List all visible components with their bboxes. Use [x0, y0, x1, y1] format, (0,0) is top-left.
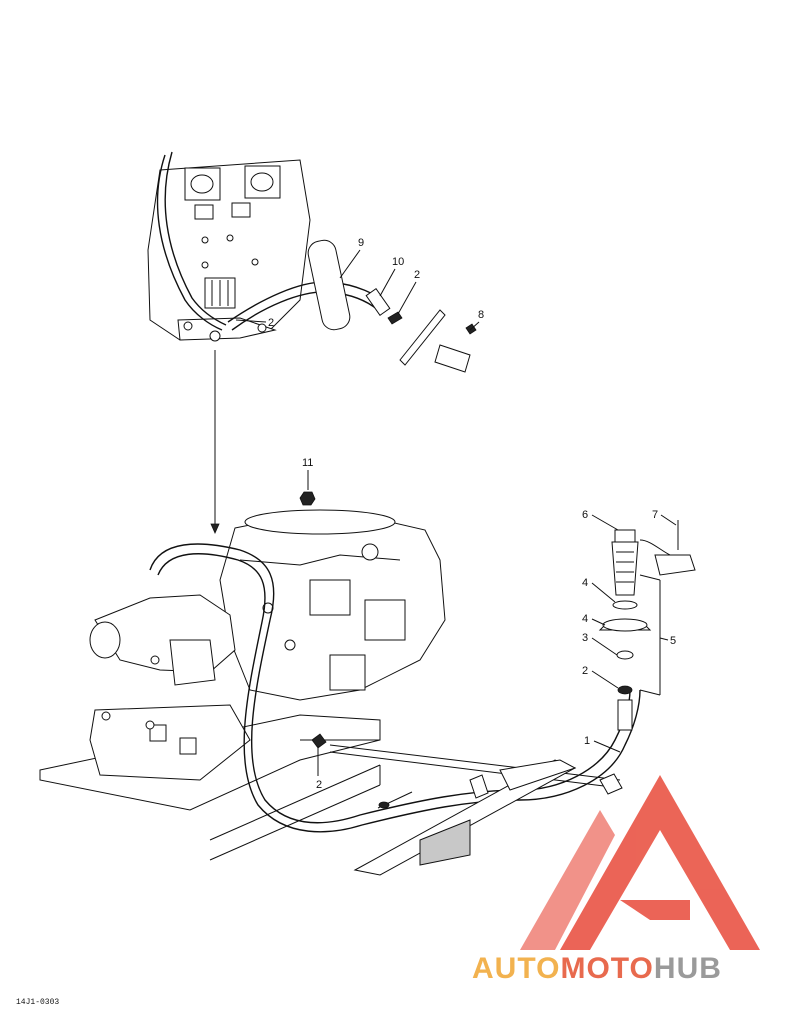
callout-7: 7: [652, 509, 658, 521]
callouts: 9 10 2 8 2 11 6 7 4 4 3 5 2 1 2: [235, 237, 677, 791]
callout-2-bottom: 2: [316, 779, 322, 791]
callout-5: 5: [670, 635, 676, 647]
callout-3: 3: [582, 632, 588, 644]
callout-11: 11: [302, 457, 313, 469]
engine-assembly: [39, 491, 641, 876]
callout-8: 8: [478, 309, 484, 321]
callout-2-top-right: 2: [414, 269, 420, 281]
callout-9: 9: [358, 237, 364, 249]
callout-10: 10: [392, 256, 404, 268]
callout-6: 6: [582, 509, 588, 521]
watermark-part-auto: AUTO: [472, 952, 561, 985]
callout-1: 1: [584, 735, 590, 747]
filler-assembly: [598, 520, 696, 731]
callout-2-right: 2: [582, 665, 588, 677]
watermark-part-moto: MOTO: [560, 952, 654, 985]
engine-head-detail: [147, 151, 477, 534]
callout-4-lower: 4: [582, 613, 588, 625]
watermark-part-hub: HUB: [653, 952, 722, 985]
callout-2-top-left: 2: [268, 317, 274, 329]
figure-code: 14J1-0303: [16, 998, 60, 1007]
automotohub-watermark: AUTOMOTOHUB: [472, 952, 722, 986]
automotohub-logo: [520, 775, 760, 950]
callout-4-upper: 4: [582, 577, 588, 589]
